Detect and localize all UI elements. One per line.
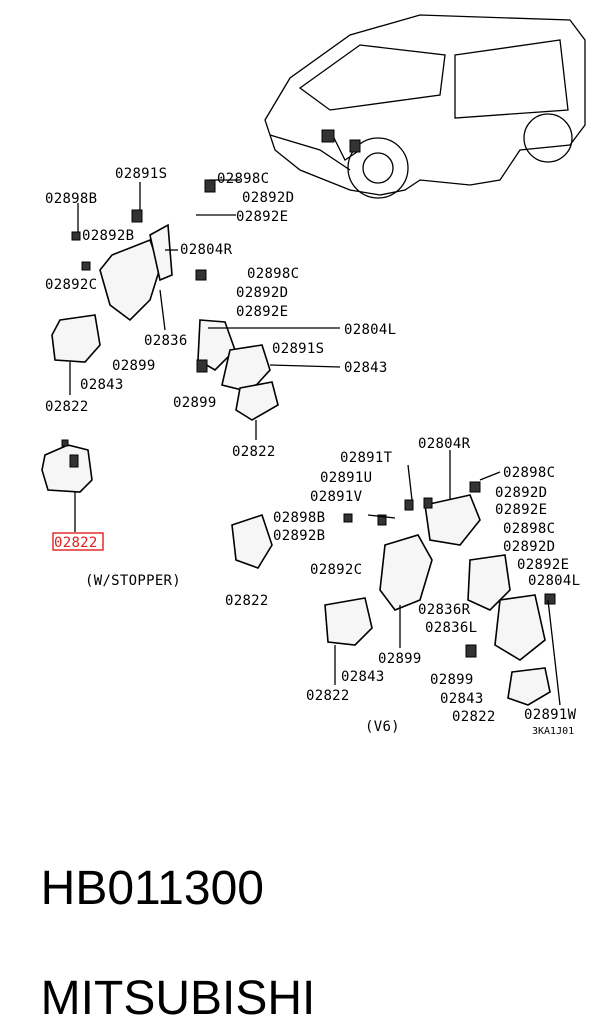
label-02899-mid: 02899 — [173, 395, 217, 411]
label-02898C-right1: 02898C — [503, 465, 555, 481]
label-02899-left: 02899 — [112, 358, 156, 374]
label-02822-right2: 02822 — [306, 688, 350, 704]
label-02836L: 02836L — [425, 620, 477, 636]
label-02899-right1: 02899 — [378, 651, 422, 667]
label-02892D-mid: 02892D — [236, 285, 288, 301]
label-02898C-top: 02898C — [217, 171, 269, 187]
right-mount-assembly-v6 — [231, 481, 556, 706]
left-mount-assembly — [51, 179, 279, 421]
label-02843-left: 02843 — [80, 377, 124, 393]
label-02822-mid: 02822 — [232, 444, 276, 460]
label-02898B-right: 02898B — [273, 510, 325, 526]
part-number: HB011300 — [40, 862, 264, 915]
label-02804R-left: 02804R — [180, 242, 233, 258]
label-02843-right1: 02843 — [341, 669, 385, 685]
label-02822-right1: 02822 — [225, 593, 269, 609]
product-footer: HB011300 MITSUBISHI — [14, 806, 316, 1026]
label-02892B-right: 02892B — [273, 528, 325, 544]
label-02843-mid: 02843 — [344, 360, 388, 376]
label-02892D-right1: 02892D — [495, 485, 547, 501]
label-02822-left: 02822 — [45, 399, 89, 415]
label-02891S-mid: 02891S — [272, 341, 324, 357]
label-02836R: 02836R — [418, 602, 471, 618]
label-02891V: 02891V — [310, 489, 363, 505]
label-02891U: 02891U — [320, 470, 372, 486]
brand-name: MITSUBISHI — [40, 972, 316, 1025]
stopper-mount-part — [41, 439, 93, 493]
label-02843-right2: 02843 — [440, 691, 484, 707]
label-02899-right2: 02899 — [430, 672, 474, 688]
label-02891W: 02891W — [524, 707, 577, 723]
parts-diagram: 02891S 02898C 02898B 02892D 02892E 02892… — [41, 14, 586, 1025]
label-v6: (V6) — [365, 719, 400, 735]
label-02836: 02836 — [144, 333, 188, 349]
label-02822-stopper: 02822 — [54, 535, 98, 551]
label-02892C-right: 02892C — [310, 562, 362, 578]
label-02804L-right: 02804L — [528, 573, 580, 589]
label-02892B: 02892B — [82, 228, 134, 244]
label-02804R-right: 02804R — [418, 436, 471, 452]
label-02892D-top: 02892D — [242, 190, 294, 206]
vehicle-illustration — [264, 14, 586, 199]
label-02892E-right1: 02892E — [495, 502, 547, 518]
label-with-stopper: (W/STOPPER) — [85, 573, 181, 589]
leader-lines — [69, 179, 561, 706]
label-02898C-right2: 02898C — [503, 521, 555, 537]
label-02898B: 02898B — [45, 191, 97, 207]
label-02892C-left: 02892C — [45, 277, 97, 293]
diagram-code: 3KA1J01 — [532, 726, 574, 737]
label-02892E-mid: 02892E — [236, 304, 288, 320]
label-02892E-right2: 02892E — [517, 557, 569, 573]
label-02898C-mid: 02898C — [247, 266, 299, 282]
label-02891S-top: 02891S — [115, 166, 167, 182]
highlight-box — [52, 532, 104, 551]
label-02804L-left: 02804L — [344, 322, 396, 338]
label-02891T: 02891T — [340, 450, 393, 466]
label-02822-right3: 02822 — [452, 709, 496, 725]
label-02892E-top: 02892E — [236, 209, 288, 225]
label-02892D-right2: 02892D — [503, 539, 555, 555]
